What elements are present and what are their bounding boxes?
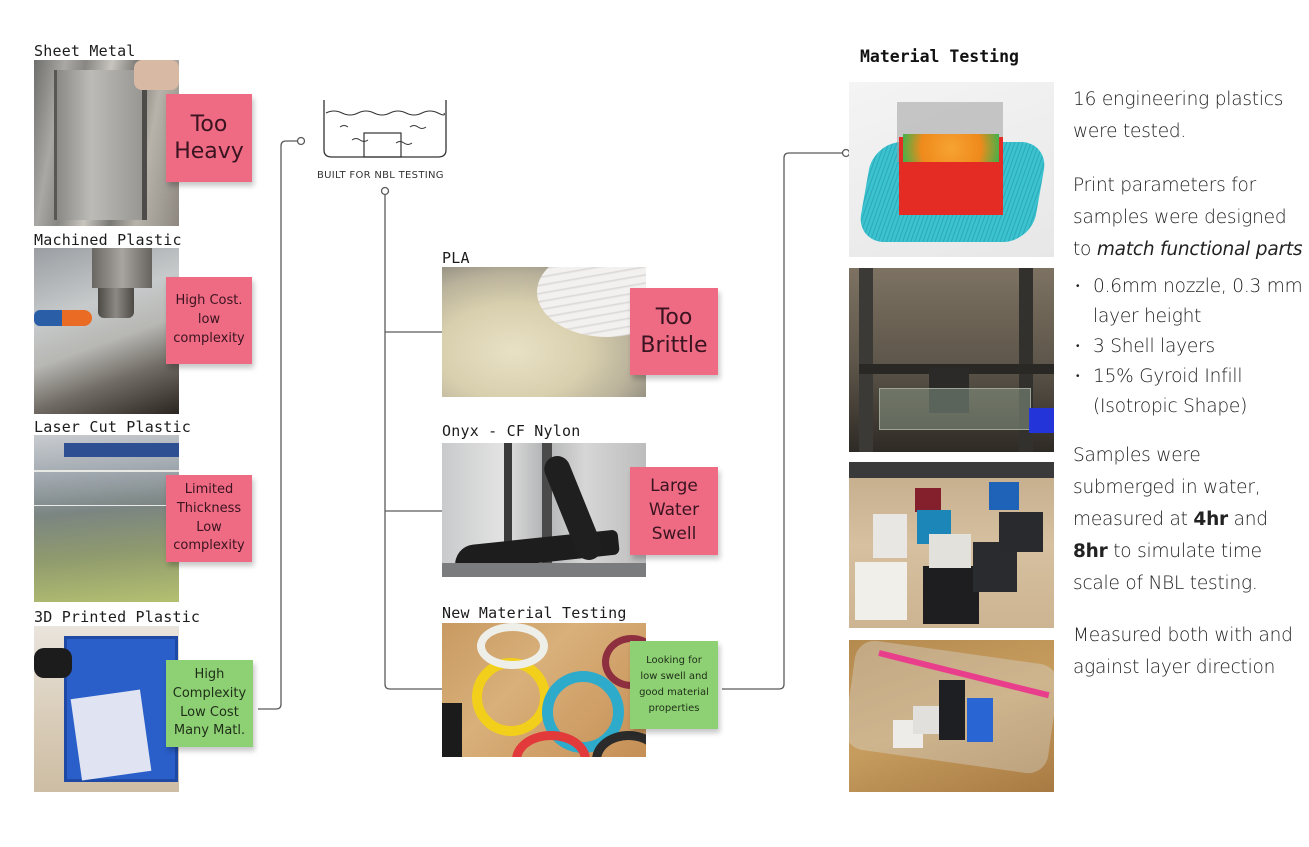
note-too-heavy: Too Heavy [166, 94, 252, 182]
para-print-parameters: Print parameters for samples were design… [1073, 175, 1303, 260]
list-item: 3 Shell layers [1073, 332, 1303, 362]
note-high-cost: High Cost. low complexity [166, 277, 252, 364]
connector-to-material-testing [722, 152, 842, 690]
note-high-complexity: High Complexity Low Cost Many Matl. [166, 660, 253, 747]
sheet-metal-part-photo [34, 60, 179, 226]
connector-node [296, 136, 306, 146]
method-label: 3D Printed Plastic [34, 608, 201, 626]
list-item: 0.6mm nozzle, 0.3 mm layer height [1073, 272, 1303, 332]
para-layer-direction: Measured both with and against layer dir… [1073, 625, 1293, 678]
note-limited-thickness: Limited Thickness Low complexity [166, 475, 252, 562]
method-label: Machined Plastic [34, 231, 182, 249]
printed-tool-photo [34, 626, 179, 792]
nbl-tank-sketch [323, 100, 447, 158]
note-looking-for-low-swell: Looking for low swell and good material … [630, 641, 718, 729]
laser-cutter-photo [34, 435, 179, 602]
onyx-part-photo [442, 443, 646, 577]
material-label: Onyx - CF Nylon [442, 422, 581, 440]
connector-node [380, 186, 390, 196]
list-item: 15% Gyroid Infill (Isotropic Shape) [1073, 362, 1303, 422]
note-too-brittle: Too Brittle [630, 288, 718, 375]
pla-pellets-photo [442, 267, 646, 397]
submerged-samples-photo [849, 640, 1054, 792]
section-title-material-testing: Material Testing [860, 47, 1019, 66]
print-parameter-list: 0.6mm nozzle, 0.3 mm layer height 3 Shel… [1073, 272, 1303, 422]
method-label: Sheet Metal [34, 42, 136, 60]
connector-tank-to-materials [384, 195, 442, 690]
para-submerged: Samples were submerged in water, measure… [1073, 445, 1268, 594]
material-testing-description: 16 engineering plastics were tested. Pri… [1073, 84, 1303, 684]
filament-samples-photo [442, 623, 646, 757]
3d-printer-photo [849, 268, 1054, 452]
connector-left-to-tank [258, 140, 297, 710]
emphasis-4hr: 4hr [1193, 509, 1228, 530]
emphasis-8hr: 8hr [1073, 541, 1108, 562]
emphasis-match-functional-parts: match functional parts [1096, 239, 1303, 260]
test-cubes-photo [849, 462, 1054, 628]
note-large-water-swell: Large Water Swell [630, 467, 718, 555]
material-label: PLA [442, 249, 470, 267]
slicer-preview-photo [849, 82, 1054, 257]
para-plastics-tested: 16 engineering plastics were tested. [1073, 89, 1284, 142]
tank-caption: BUILT FOR NBL TESTING [317, 170, 444, 181]
material-label: New Material Testing [442, 604, 627, 622]
method-label: Laser Cut Plastic [34, 418, 191, 436]
cnc-machining-photo [34, 248, 179, 414]
